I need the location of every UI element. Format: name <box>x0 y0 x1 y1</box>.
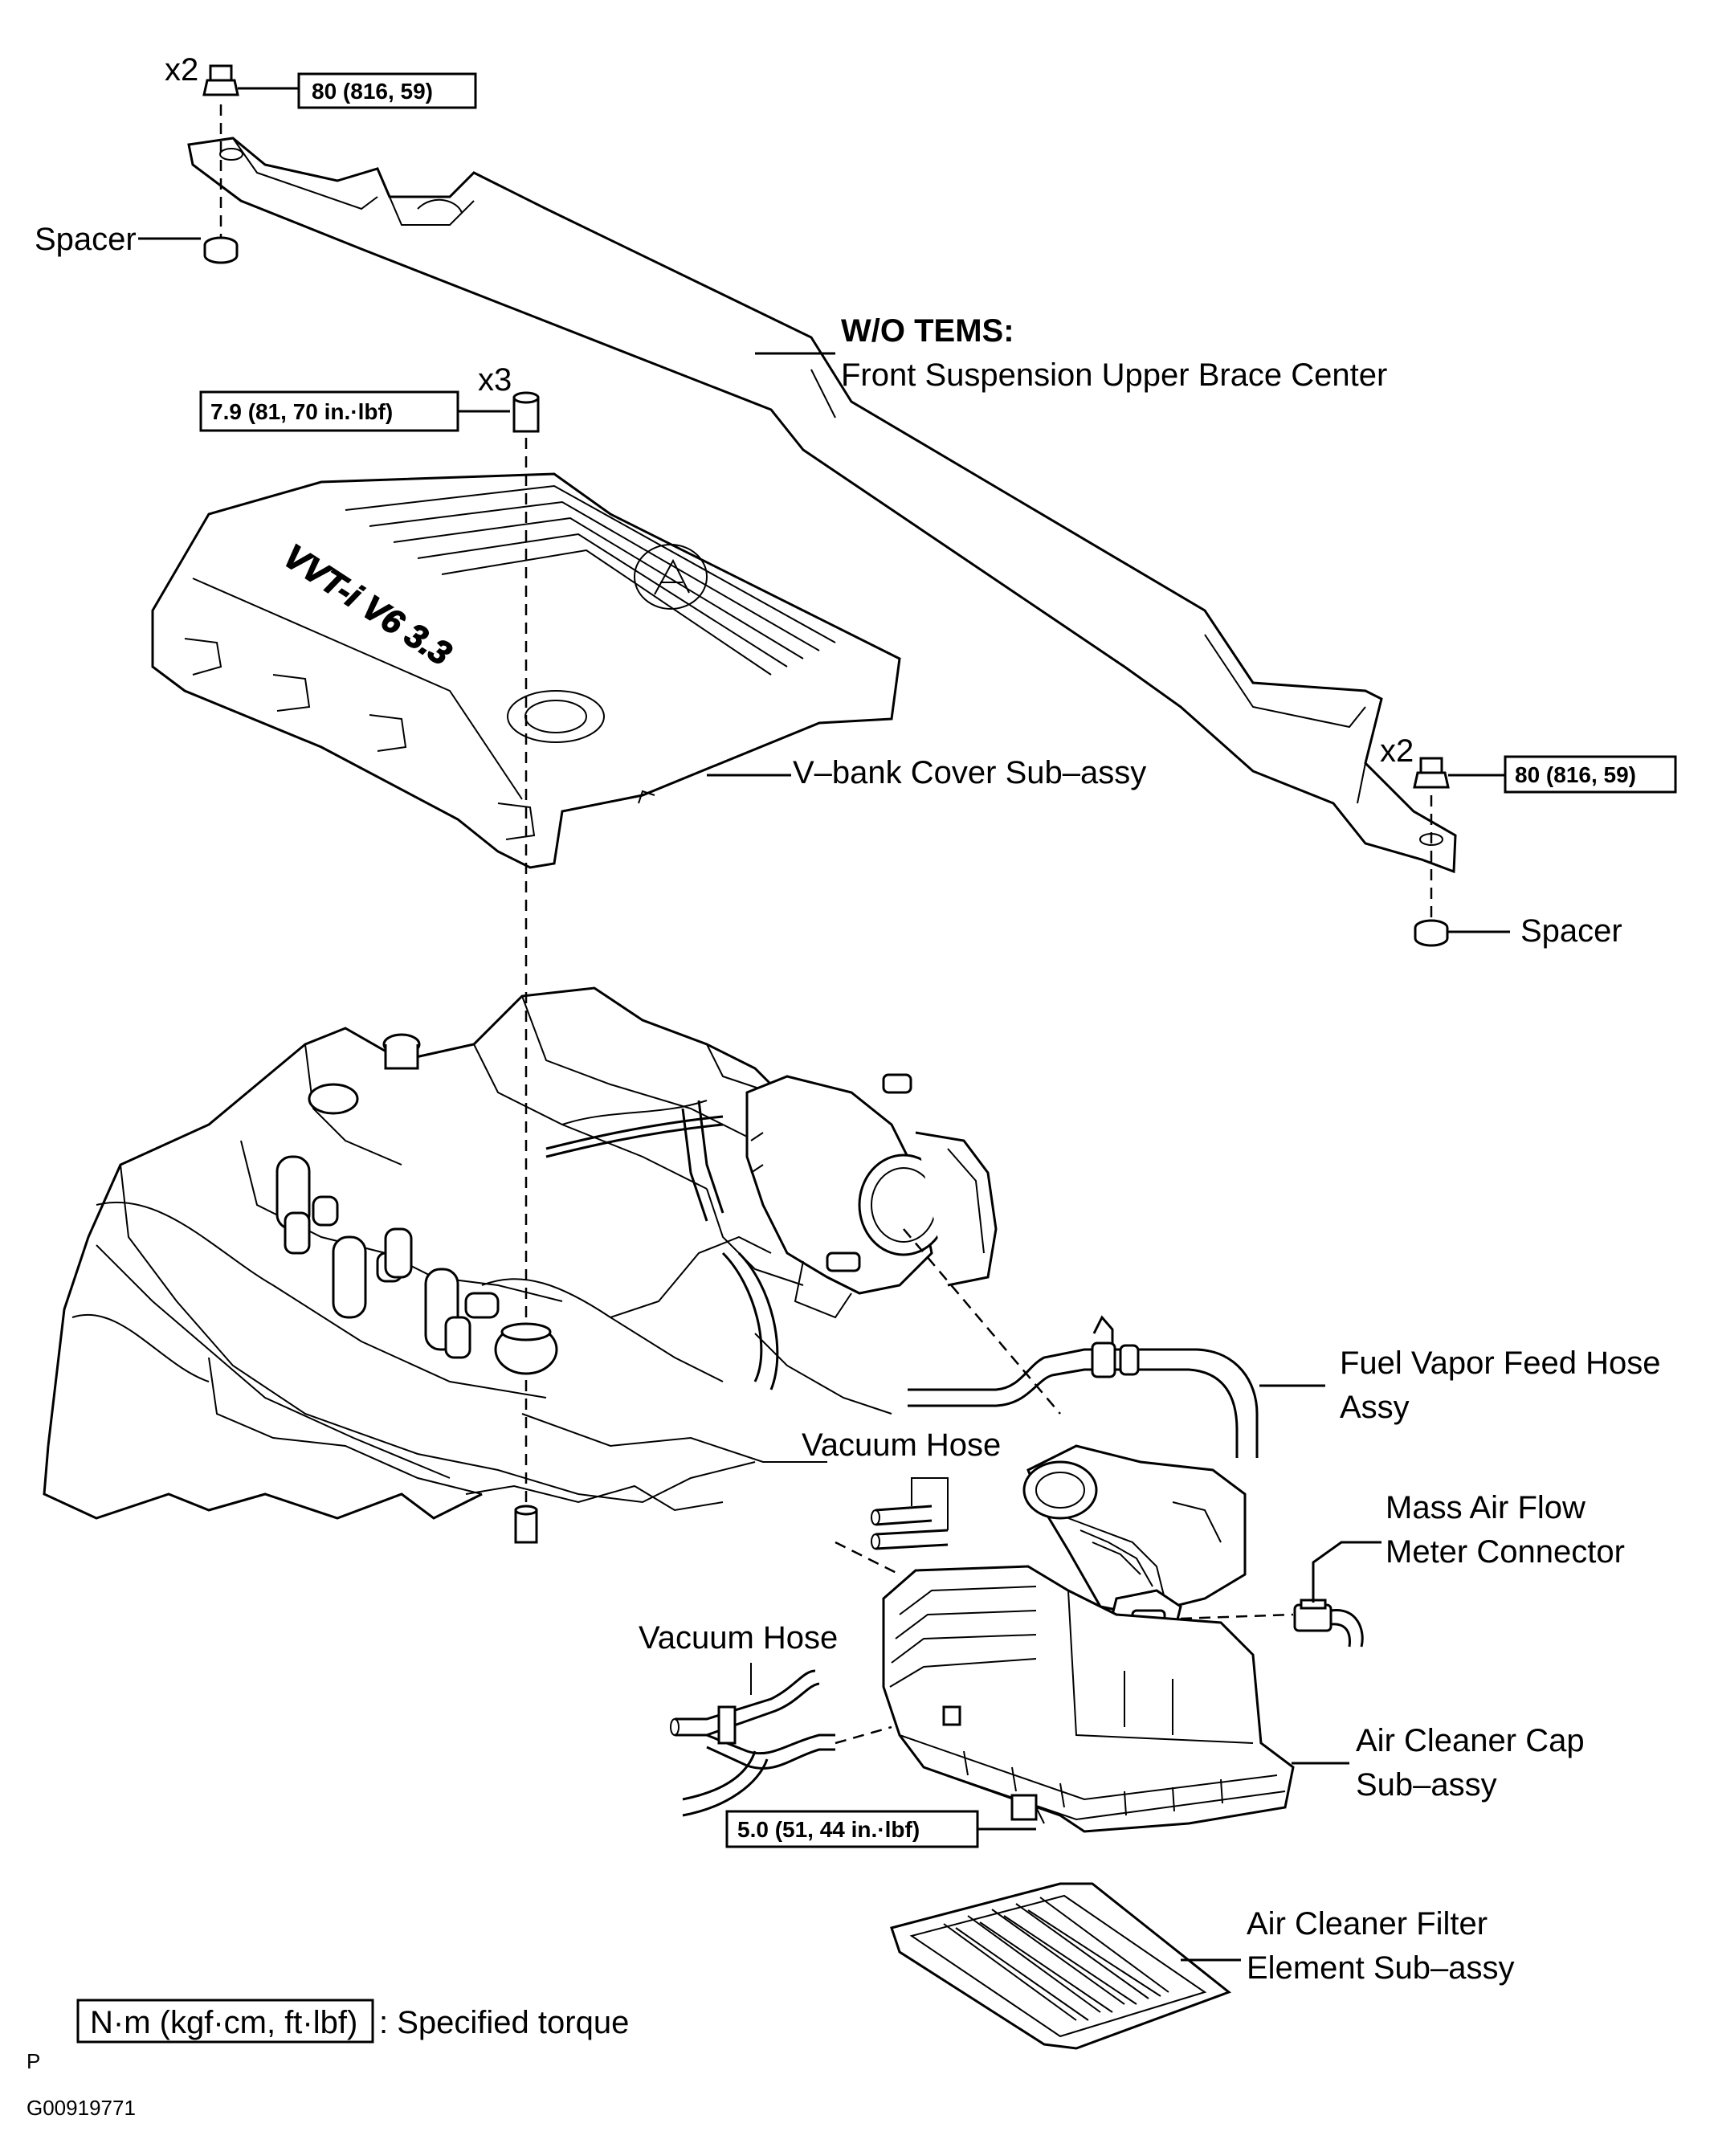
torque-cover-text: 7.9 (81, 70 in.·lbf) <box>210 399 393 424</box>
torque-box-right: 80 (816, 59) <box>1504 755 1677 794</box>
air-cleaner-cap-label-1: Air Cleaner Cap <box>1356 1723 1585 1758</box>
throttle-body <box>745 1073 998 1319</box>
mass-air-label-2: Meter Connector <box>1386 1534 1625 1570</box>
maf-connector-icon <box>1293 1599 1364 1648</box>
vbank-cover-label: V–bank Cover Sub–assy <box>793 755 1146 790</box>
intake-axis <box>903 1228 1061 1415</box>
torque-cleaner-text: 5.0 (51, 44 in.·lbf) <box>737 1817 920 1842</box>
vacuum-hose-upper <box>871 1505 949 1550</box>
spacer-top-icon <box>203 236 239 264</box>
footer-mark: P <box>27 2049 40 2073</box>
vacuum-hose-lower <box>670 1669 835 1817</box>
torque-box-top: 80 (816, 59) <box>297 72 477 109</box>
spacer-right-label: Spacer <box>1520 913 1622 949</box>
cover-bolt-top-icon <box>512 391 540 433</box>
cover-bolt-bottom-icon <box>514 1505 538 1544</box>
upper-brace <box>187 137 1457 874</box>
torque-legend: N·m (kgf·cm, ft·lbf) : Specified torque <box>76 1999 629 2044</box>
brace-name: Front Suspension Upper Brace Center <box>841 357 1387 393</box>
filter-label-1: Air Cleaner Filter <box>1247 1906 1488 1942</box>
vacuum-hose-lower-label: Vacuum Hose <box>639 1620 838 1656</box>
air-cleaner-cap-label-2: Sub–assy <box>1356 1767 1497 1803</box>
torque-box-cover: 7.9 (81, 70 in.·lbf) <box>199 390 459 432</box>
vacuum-hose-upper-label: Vacuum Hose <box>802 1427 1001 1463</box>
spacer-right-icon <box>1414 919 1449 947</box>
torque-top-text: 80 (816, 59) <box>312 79 433 104</box>
torque-right-text: 80 (816, 59) <box>1515 762 1636 787</box>
qty-x3: x3 <box>478 362 512 398</box>
ignition-coils <box>275 1155 558 1375</box>
fuel-vapor-label-2: Assy <box>1340 1390 1410 1425</box>
air-cleaner-cap <box>882 1565 1295 1833</box>
qty-x2-right: x2 <box>1380 733 1414 769</box>
spacer-top-label: Spacer <box>35 222 137 257</box>
top-left-fasteners <box>138 64 299 264</box>
legend-unit-box: N·m (kgf·cm, ft·lbf) <box>90 2005 357 2040</box>
engine <box>43 986 892 1520</box>
filter-label-2: Element Sub–assy <box>1247 1950 1515 1986</box>
air-cleaner-filter <box>890 1882 1232 2050</box>
torque-box-cleaner: 5.0 (51, 44 in.·lbf) <box>725 1810 979 1848</box>
figure-code: G00919771 <box>27 2096 136 2120</box>
fuel-vapor-label-1: Fuel Vapor Feed Hose <box>1340 1345 1660 1381</box>
qty-x2-top: x2 <box>165 52 198 88</box>
brace-nut-top-icon <box>202 64 239 96</box>
right-fasteners <box>1413 757 1510 947</box>
brace-nut-right-icon <box>1413 757 1450 789</box>
mass-air-label-1: Mass Air Flow <box>1386 1490 1586 1525</box>
legend-unit-text: : Specified torque <box>379 2005 629 2040</box>
brace-title: W/O TEMS: <box>841 313 1014 349</box>
intake-pipes <box>308 1033 779 1390</box>
fuel-vapor-hose <box>908 1315 1259 1458</box>
